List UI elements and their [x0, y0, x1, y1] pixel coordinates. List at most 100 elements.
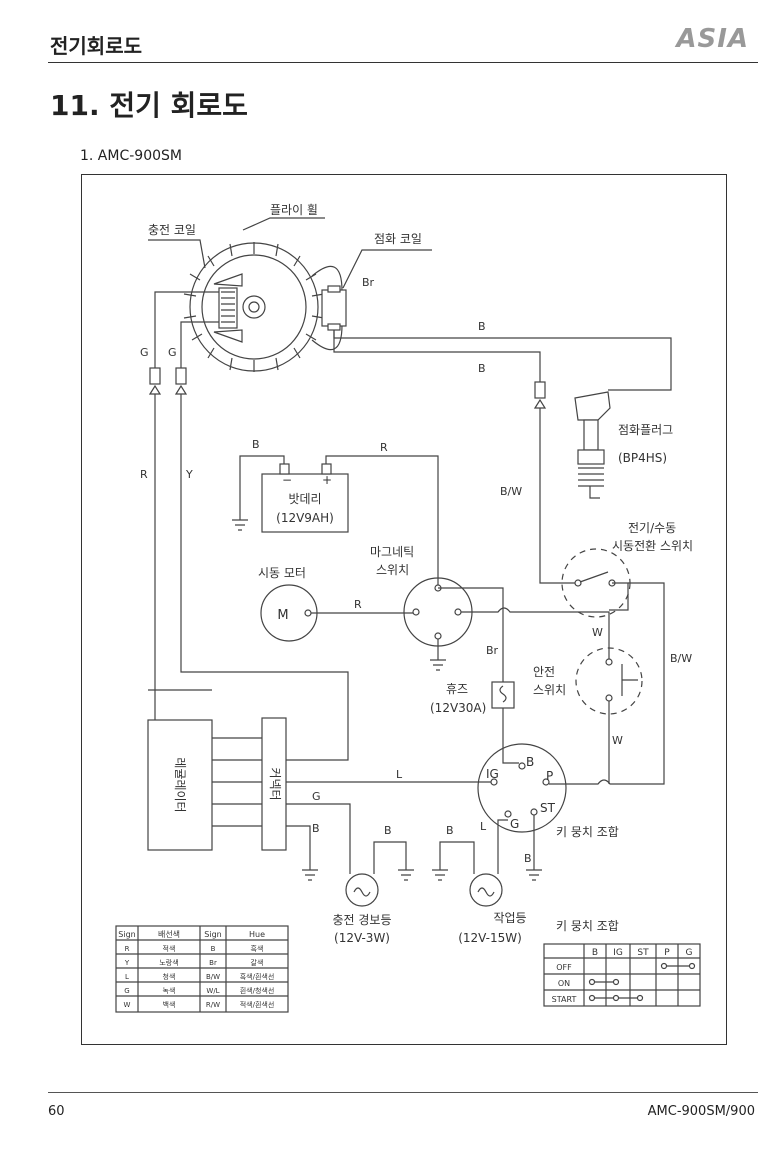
- charge-lamp-label-1: 충전 경보등: [332, 913, 391, 927]
- color-table-cell: W: [124, 1001, 131, 1009]
- connector-label: 커넥터: [268, 767, 282, 800]
- color-table-header: Sign: [118, 930, 135, 939]
- ignition-coil-leader: [342, 249, 432, 289]
- start-motor-label: 시동 모터: [258, 566, 306, 580]
- wire-label-l-1: L: [396, 768, 403, 781]
- diagram-subtitle: 1. AMC-900SM: [80, 148, 182, 164]
- regulator-connector-wires: [212, 737, 262, 827]
- wire-label-b-4: B: [312, 822, 320, 835]
- color-table-cell: 흑색/흰색선: [240, 972, 275, 981]
- wire-label-br-1: Br: [362, 276, 375, 289]
- work-lamp: [469, 873, 503, 907]
- key-switch-label: 키 뭉치 조합: [556, 825, 619, 839]
- key-table-title: 키 뭉치 조합: [556, 919, 619, 933]
- manual-switch-label-1: 전기/수동: [628, 521, 676, 535]
- color-table-cell: 흰색/청색선: [240, 986, 275, 995]
- key-table-row-label: OFF: [556, 963, 572, 972]
- start-motor: [260, 584, 318, 642]
- color-table-cell: B/W: [206, 973, 220, 981]
- manual-switch-label-2: 시동전환 스위치: [612, 539, 693, 553]
- charge-warning-lamp: [345, 873, 379, 907]
- color-table-header: Hue: [249, 930, 265, 939]
- key-terminal-b: B: [526, 755, 534, 769]
- wire-label-g-2: G: [168, 346, 177, 359]
- wire-label-br-2: Br: [486, 644, 499, 657]
- key-terminal-p: P: [546, 769, 553, 783]
- color-table-cell: R/W: [206, 1001, 220, 1009]
- wire-label-b-1: B: [478, 320, 486, 333]
- spark-plug-model: (BP4HS): [618, 451, 667, 465]
- wire-label-r-3: R: [354, 598, 362, 611]
- magnetic-switch-label-2: 스위치: [376, 563, 409, 577]
- color-table-cell: 청색: [163, 972, 176, 981]
- wire-label-b-6: B: [446, 824, 454, 837]
- wire-label-bw-2: B/W: [670, 652, 692, 665]
- header-title: 전기회로도: [50, 34, 142, 58]
- color-code-table: [115, 925, 289, 1013]
- fuse: [491, 681, 515, 709]
- color-table-cell: Y: [124, 959, 130, 967]
- charge-coil-leader: [148, 239, 206, 269]
- flywheel-leader: [242, 217, 325, 231]
- color-table-cell: Br: [209, 959, 217, 967]
- charge-lamp-label-2: (12V-3W): [334, 931, 390, 945]
- work-lamp-label-1: 작업등: [493, 911, 526, 925]
- fuse-label: 휴즈: [446, 682, 468, 696]
- wire-label-y: Y: [185, 468, 193, 481]
- battery-minus: −: [282, 473, 292, 487]
- color-table-cell: 적색/흰색선: [240, 1000, 275, 1009]
- key-terminal-ig: IG: [486, 767, 499, 781]
- fuse-rating: (12V30A): [430, 701, 486, 715]
- page-number: 60: [48, 1104, 65, 1119]
- color-table-cell: 녹색: [163, 986, 176, 995]
- key-table-header: G: [686, 948, 693, 958]
- wire-label-bw-1: B/W: [500, 485, 522, 498]
- spark-plug: [574, 391, 611, 499]
- wire-label-r-2: R: [380, 441, 388, 454]
- spark-plug-label: 점화플러그: [618, 423, 673, 437]
- color-table-cell: B: [211, 945, 216, 953]
- flywheel-label: 플라이 휠: [270, 203, 318, 217]
- key-table-header: P: [664, 948, 670, 958]
- wires: [148, 291, 672, 881]
- section-title: 11. 전기 회로도: [50, 89, 248, 122]
- battery-plus: +: [322, 473, 332, 487]
- motor-letter: M: [277, 608, 288, 623]
- key-terminal-st: ST: [540, 801, 556, 815]
- safety-switch-label-2: 스위치: [533, 683, 566, 697]
- wire-label-b-3: B: [252, 438, 260, 451]
- key-combination-table: [543, 943, 701, 1007]
- color-table-cell: G: [124, 987, 129, 995]
- battery-rating: (12V9AH): [276, 511, 334, 525]
- footer-divider: [48, 1092, 758, 1093]
- color-table-cell: 노랑색: [159, 958, 178, 967]
- flywheel: [183, 242, 325, 372]
- color-table-header: 배선색: [158, 929, 180, 939]
- diagram-frame: [81, 174, 727, 1045]
- key-table-row-label: ON: [558, 979, 570, 988]
- key-table-header: B: [592, 948, 598, 958]
- wire-label-b-2: B: [478, 362, 486, 375]
- ignition-coil-label: 점화 코일: [374, 232, 422, 246]
- magnetic-switch-label-1: 마그네틱: [370, 545, 414, 559]
- wire-label-r: R: [140, 468, 148, 481]
- color-table-header: Sign: [204, 930, 221, 939]
- color-table-cell: R: [125, 945, 130, 953]
- wire-label-w-2: W: [612, 734, 623, 747]
- color-table-cell: 적색: [163, 944, 176, 953]
- brand-logo: ASIA: [676, 24, 749, 54]
- wire-label-g-1: G: [140, 346, 149, 359]
- wire-label-b-7: B: [524, 852, 532, 865]
- key-table-header: ST: [637, 948, 649, 958]
- battery-label: 밧데리: [288, 492, 321, 506]
- color-table-cell: 갈색: [251, 958, 264, 967]
- wire-label-w-1: W: [592, 626, 603, 639]
- color-table-cell: W/L: [206, 987, 219, 995]
- key-table-row-label: START: [552, 995, 577, 1004]
- wire-label-l-2: L: [480, 820, 487, 833]
- safety-switch-label-1: 안전: [533, 665, 555, 679]
- wire-label-b-5: B: [384, 824, 392, 837]
- key-table-header: IG: [613, 948, 623, 958]
